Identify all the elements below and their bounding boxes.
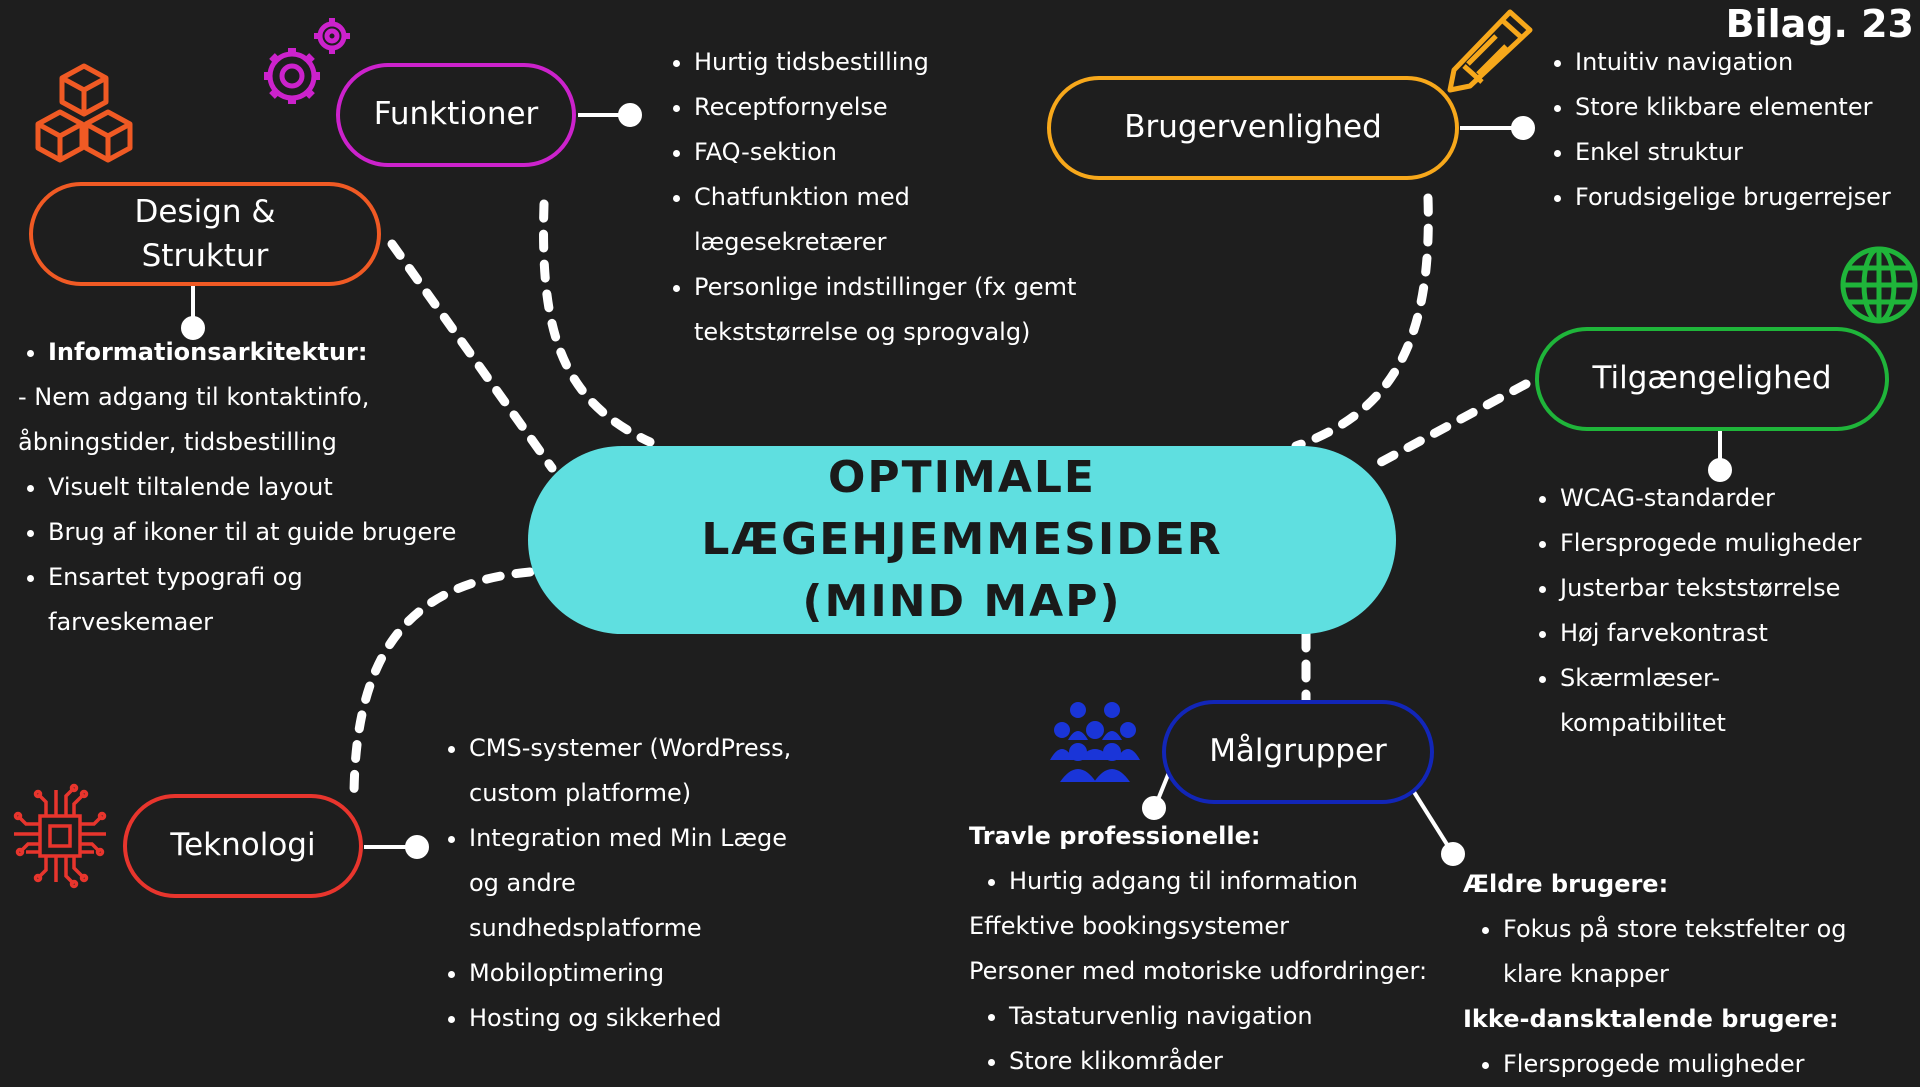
- list-line: - Nem adgang til kontaktinfo,: [18, 383, 370, 411]
- connector-tilgaengelighed: [1365, 379, 1531, 473]
- node-teknologi-label: Teknologi: [170, 827, 316, 864]
- brugervenlighed-list: Intuitiv navigation Store klikbare eleme…: [1545, 40, 1891, 220]
- list-item: Hosting og sikkerhed: [469, 996, 791, 1041]
- list-item: Store klikbare elementer: [1575, 85, 1891, 130]
- dot-design: [181, 316, 205, 340]
- maalgrupper-right-list: Ældre brugere: Fokus på store tekstfelte…: [1463, 862, 1847, 1087]
- list-line: Effektive bookingsystemer: [969, 912, 1290, 940]
- list-item: Brug af ikoner til at guide brugere: [48, 510, 456, 555]
- central-topic-line-2: LÆGEHJEMMESIDER: [701, 514, 1223, 565]
- maalgrupper-left-list: Travle professionelle: Hurtig adgang til…: [969, 814, 1427, 1084]
- list-item: Intuitiv navigation: [1575, 40, 1891, 85]
- central-topic-line-1: OPTIMALE: [828, 452, 1096, 503]
- list-item: Hurtig tidsbestilling: [694, 40, 1076, 85]
- dot-funktioner: [618, 103, 642, 127]
- list-item: Store klikområder: [1009, 1039, 1427, 1084]
- list-item: Høj farvekontrast: [1560, 611, 1862, 656]
- list-item-continuation: klare knapper: [1503, 960, 1669, 988]
- node-maalgrupper-label: Målgrupper: [1209, 733, 1387, 770]
- central-topic-line-3: (MIND MAP): [802, 576, 1122, 627]
- list-item: Receptfornyelse: [694, 85, 1076, 130]
- design-list: Informationsarkitektur: - Nem adgang til…: [18, 330, 456, 645]
- list-item: Justerbar tekststørrelse: [1560, 566, 1862, 611]
- connector-funktioner: [539, 199, 655, 447]
- list-item-continuation: lægesekretærer: [694, 228, 887, 256]
- node-tilgaengelighed: Tilgængelighed: [1535, 327, 1889, 431]
- list-line: åbningstider, tidsbestilling: [18, 428, 337, 456]
- list-item-continuation: tekststørrelse og sprogvalg): [694, 318, 1031, 346]
- tilgaengelighed-list: WCAG-standarder Flersprogede muligheder …: [1530, 476, 1862, 746]
- teknologi-list: CMS-systemer (WordPress, custom platform…: [439, 726, 791, 1041]
- stub-maalgrupper-right: [1412, 790, 1450, 848]
- list-item: Flersprogede muligheder: [1560, 521, 1862, 566]
- list-item: WCAG-standarder: [1560, 476, 1862, 521]
- node-design-label-2: Struktur: [141, 238, 269, 274]
- node-maalgrupper: Målgrupper: [1162, 700, 1434, 804]
- node-brugervenlighed: Brugervenlighed: [1047, 76, 1459, 180]
- pencil-icon: [1447, 9, 1533, 93]
- design-heading: Informationsarkitektur:: [48, 330, 456, 375]
- list-item: Ensartet typografi og: [48, 555, 456, 600]
- funktioner-list: Hurtig tidsbestilling Receptfornyelse FA…: [664, 40, 1076, 355]
- list-item: Flersprogede muligheder: [1503, 1042, 1847, 1087]
- list-item: Enkel struktur: [1575, 130, 1891, 175]
- list-item: Chatfunktion med: [694, 175, 1076, 220]
- node-tilgaengelighed-label: Tilgængelighed: [1592, 360, 1832, 397]
- list-item: Integration med Min Læge: [469, 816, 791, 861]
- node-design-struktur: Design & Struktur: [29, 182, 381, 286]
- people-icon: [1050, 702, 1140, 782]
- list-item-continuation: sundhedsplatforme: [469, 914, 702, 942]
- node-brugervenlighed-label: Brugervenlighed: [1124, 109, 1382, 146]
- list-item: Skærmlæser-: [1560, 656, 1862, 701]
- connector-teknologi: [349, 567, 535, 801]
- dot-brugervenlighed: [1511, 116, 1535, 140]
- globe-icon: [1840, 246, 1918, 324]
- list-item-continuation: og andre: [469, 869, 576, 897]
- list-item-continuation: custom platforme): [469, 779, 692, 807]
- group-heading: Ældre brugere:: [1463, 870, 1669, 898]
- list-line: Personer med motoriske udfordringer:: [969, 957, 1428, 985]
- list-item: CMS-systemer (WordPress,: [469, 726, 791, 771]
- group-heading: Travle professionelle:: [969, 822, 1261, 850]
- central-topic: OPTIMALE LÆGEHJEMMESIDER (MIND MAP): [528, 446, 1396, 634]
- list-item: FAQ-sektion: [694, 130, 1076, 175]
- gears-icon: [264, 18, 350, 104]
- connector-design: [387, 239, 557, 473]
- list-item: Visuelt tiltalende layout: [48, 465, 456, 510]
- node-design-label-1: Design &: [134, 194, 276, 230]
- list-item: Tastaturvenlig navigation: [1009, 994, 1427, 1039]
- group-heading: Ikke-dansktalende brugere:: [1463, 1005, 1839, 1033]
- list-item: Hurtig adgang til information: [1009, 859, 1427, 904]
- connector-brugervenlighed: [1291, 193, 1433, 451]
- node-funktioner: Funktioner: [336, 63, 576, 167]
- chip-icon: [13, 783, 107, 889]
- list-item-continuation: farveskemaer: [48, 608, 214, 636]
- list-item-continuation: kompatibilitet: [1560, 709, 1726, 737]
- cubes-icon: [35, 63, 133, 163]
- list-item: Fokus på store tekstfelter og: [1503, 907, 1847, 952]
- node-funktioner-label: Funktioner: [373, 96, 539, 133]
- dot-maalgrupper-left: [1142, 796, 1166, 820]
- list-item: Mobiloptimering: [469, 951, 791, 996]
- dot-tilgaengelighed: [1708, 458, 1732, 482]
- bilag-label: Bilag. 23: [1725, 2, 1914, 46]
- node-teknologi: Teknologi: [123, 794, 363, 898]
- dot-maalgrupper-right: [1441, 842, 1465, 866]
- list-item: Forudsigelige brugerrejser: [1575, 175, 1891, 220]
- dot-teknologi: [405, 835, 429, 859]
- list-item: Personlige indstillinger (fx gemt: [694, 265, 1076, 310]
